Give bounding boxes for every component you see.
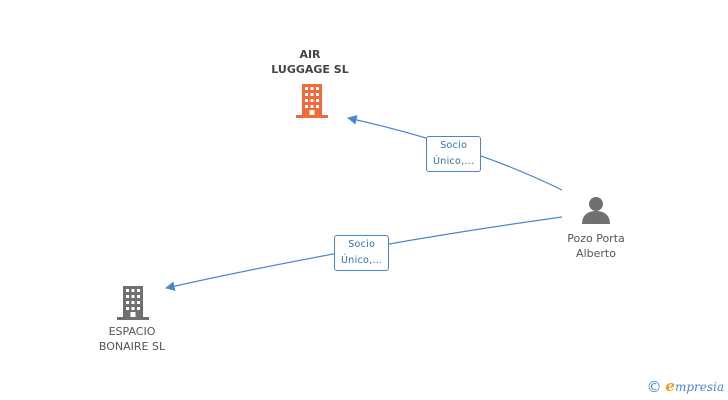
brand-footer[interactable]: © empresia (647, 377, 724, 396)
node-label-air-luggage[interactable]: AIR LUGGAGE SL (262, 47, 358, 77)
edge-label-line2: Único,... (433, 156, 475, 167)
building-icon[interactable] (296, 84, 328, 118)
node-espacio-bonaire-line1: ESPACIO (108, 325, 156, 338)
brand-logo-text: mpresia (674, 380, 724, 394)
node-air-luggage-line1: AIR (299, 48, 321, 61)
edge-label-line1: Socio (348, 239, 376, 250)
building-icon[interactable] (117, 286, 149, 320)
node-espacio-bonaire-line2: BONAIRE SL (98, 340, 166, 353)
node-label-espacio-bonaire[interactable]: ESPACIO BONAIRE SL (80, 324, 184, 354)
node-air-luggage-line2: LUGGAGE SL (271, 63, 349, 76)
edge-label-line2: Único,... (341, 255, 383, 266)
node-label-pozo-porta[interactable]: Pozo Porta Alberto (548, 231, 644, 261)
edge-label-line1: Socio (440, 140, 468, 151)
edge-label-to-air-luggage[interactable]: Socio Único,... (426, 136, 482, 172)
person-icon[interactable] (581, 196, 611, 224)
brand-logo-initial: e (665, 377, 675, 395)
copyright-icon: © (646, 378, 662, 396)
node-pozo-porta-line2: Alberto (576, 247, 616, 260)
edge-label-to-espacio-bonaire[interactable]: Socio Único,... (334, 235, 390, 271)
node-pozo-porta-line1: Pozo Porta (567, 232, 625, 245)
